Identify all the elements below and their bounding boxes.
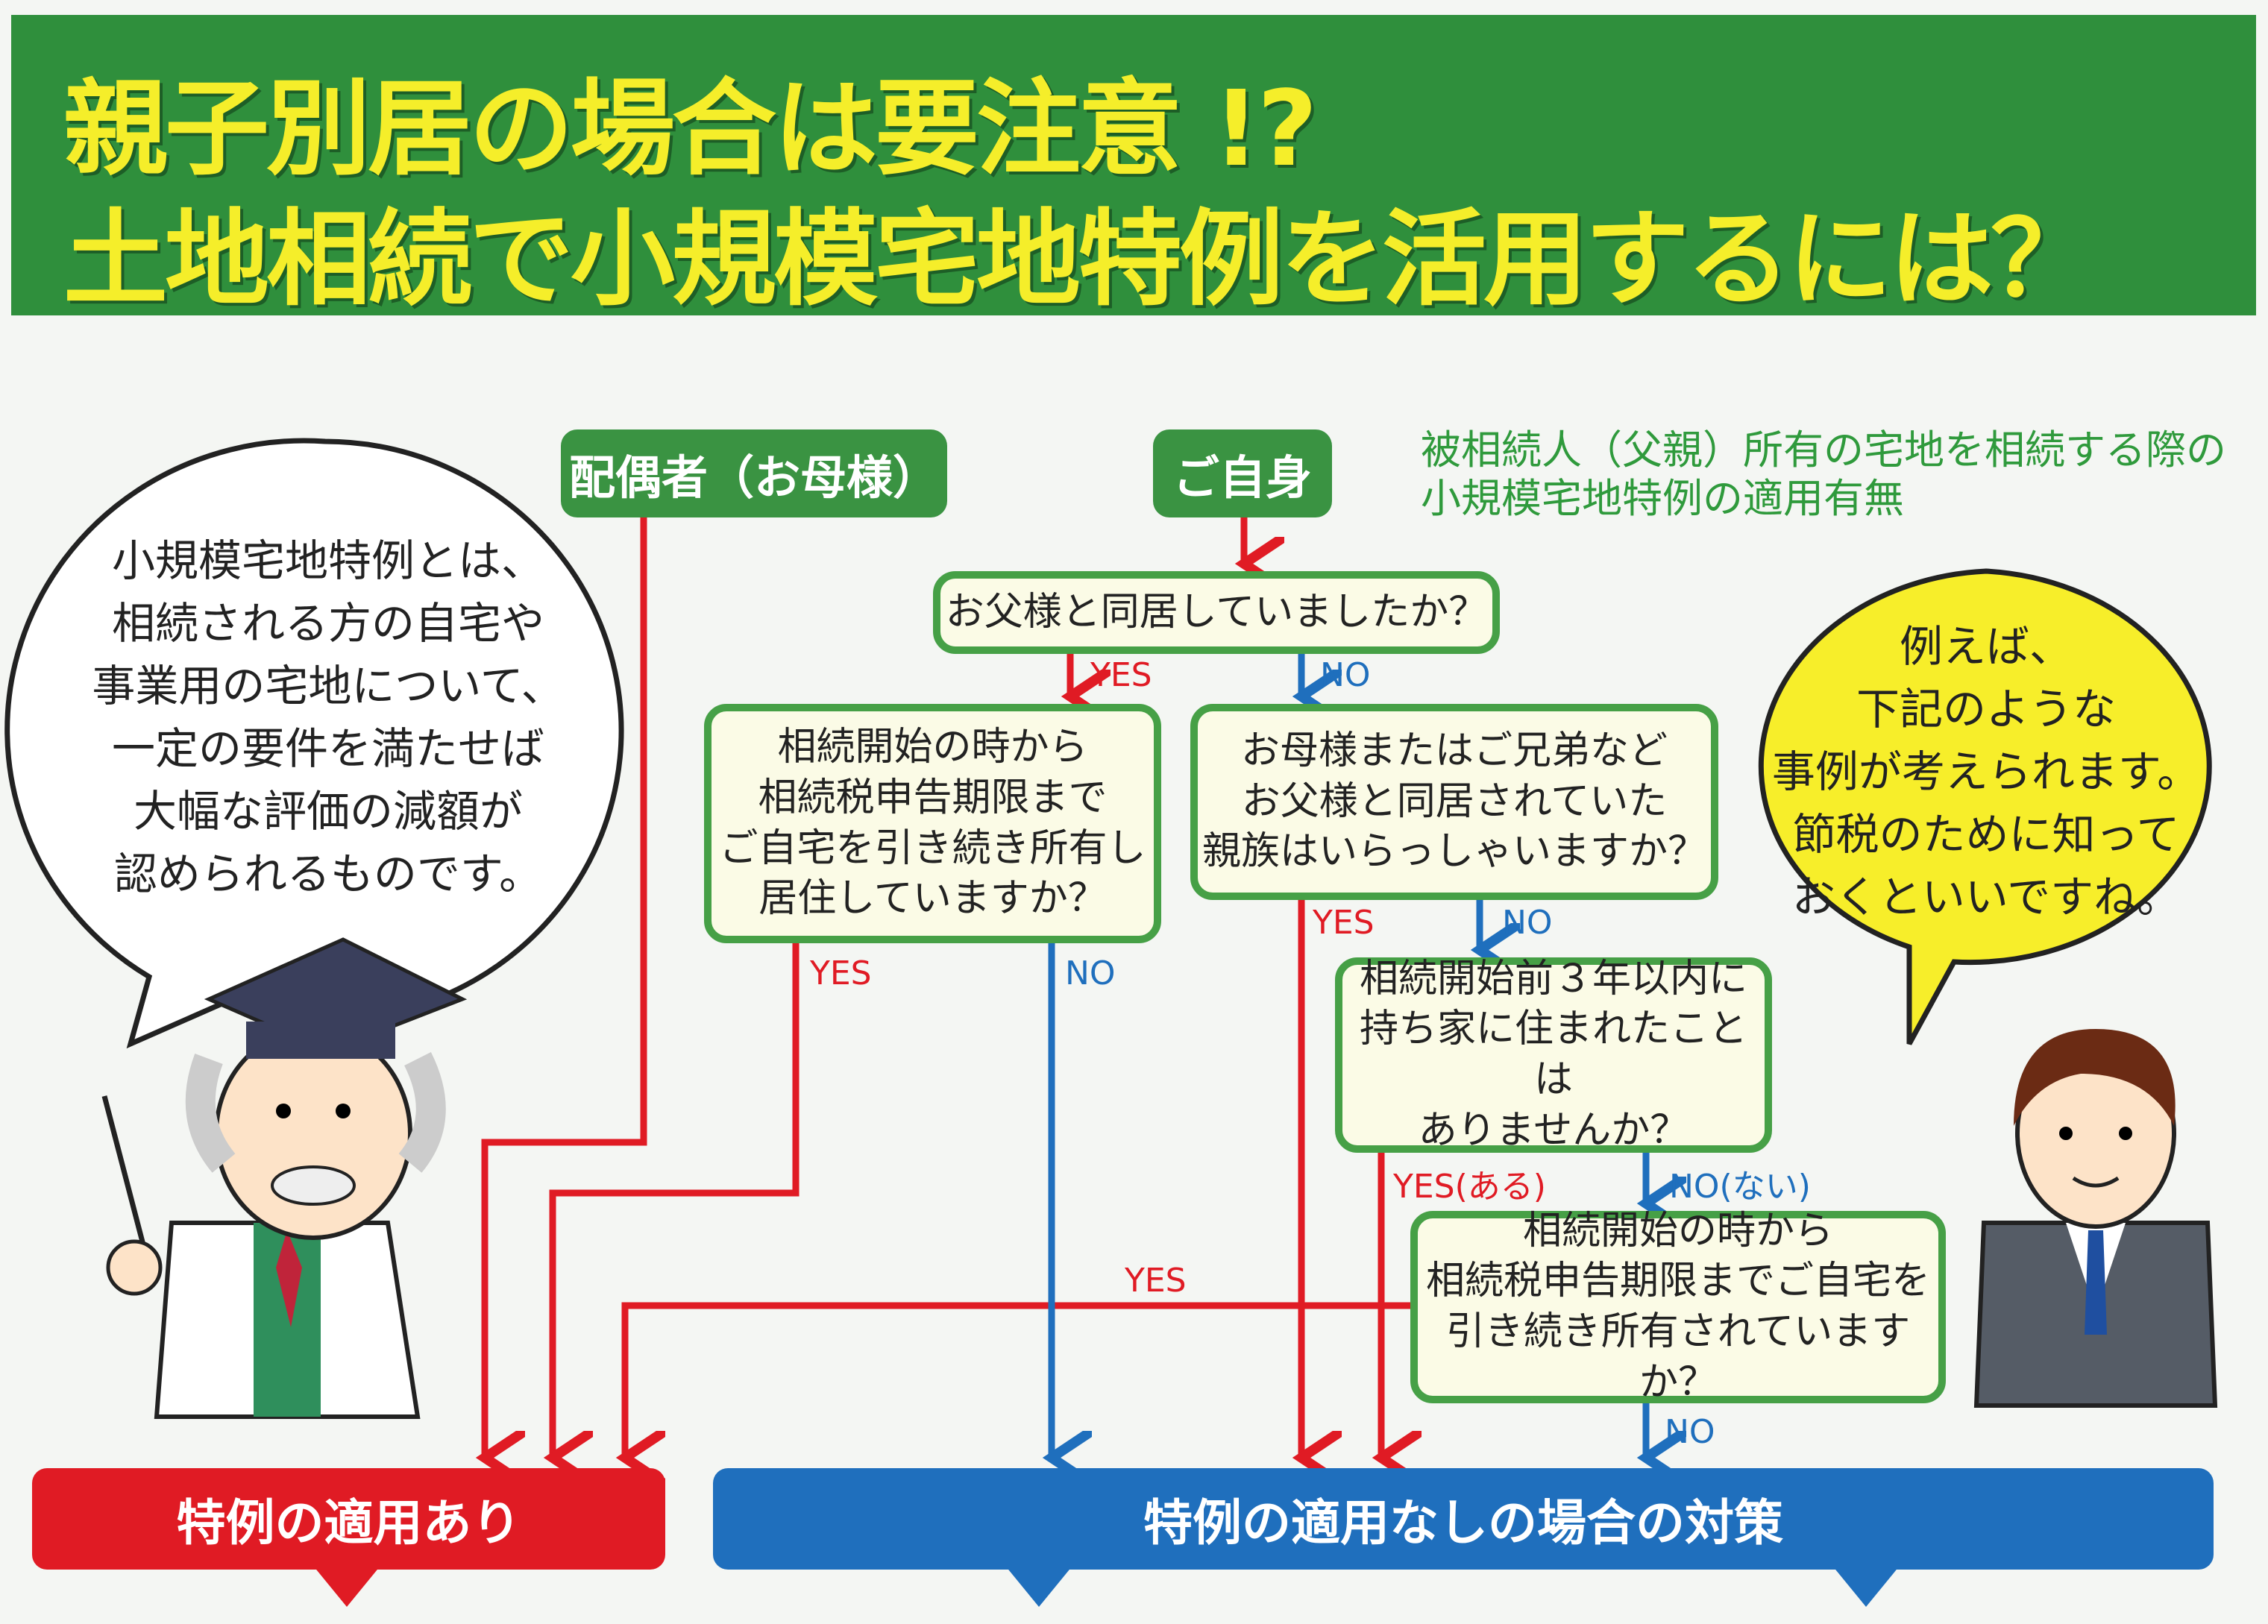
question-text: 相続税申告期限までご自宅を [1425,1259,1930,1304]
q3-yes-label: YES [1313,904,1375,942]
result-applied: 特例の適用あり [32,1468,665,1570]
question-text: ありませんか？ [1418,1107,1689,1153]
professor-illustration [101,937,468,1419]
bubble-line: 事例が考えられます。 [1771,746,2201,798]
bubble-line: 下記のような [1856,684,2116,735]
bubble-line: 大幅な評価の減額が [133,786,523,837]
spouse-path [485,517,647,1458]
question-text: 居住していますか？ [758,876,1107,922]
left-bubble-text: 小規模宅地特例とは、相続される方の自宅や事業用の宅地について、一定の要件を満たせ… [67,529,589,906]
question-continue-own: 相続開始の時から相続税申告期限までご自宅を引き続き所有されていますか？ [1410,1209,1946,1405]
applied-pointer [313,1566,380,1607]
question-text: 相続開始の時から [1522,1208,1833,1253]
bubble-line: 事業用の宅地について、 [92,661,565,712]
question-continue-own-reside: 相続開始の時から相続税申告期限までご自宅を引き続き所有し居住していますか？ [704,704,1161,943]
start-spouse: 配偶者（お母様） [561,429,947,517]
question-cohabiting-relative: お母様またはご兄弟などお父様と同居されていた親族はいらっしゃいますか？ [1190,704,1718,900]
q4-no-label: NO(ない) [1669,1168,1811,1206]
q1-yes-label: YES [1090,656,1152,694]
bubble-line: 節税のために知って [1792,809,2180,860]
bubble-line: 一定の要件を満たせば [111,723,544,775]
note-line: 小規模宅地特例の適用有無 [1421,474,1904,522]
bubble-line: 例えば、 [1899,621,2073,672]
question-text: 親族はいらっしゃいますか？ [1201,829,1706,875]
question-text: お母様またはご兄弟など [1240,728,1668,774]
q4-yes-label: YES(ある) [1393,1168,1546,1206]
bubble-line: 認められるものです。 [113,849,543,900]
question-text: 持ち家に住まれたことは [1359,1007,1747,1102]
q5-yes-path [625,1302,1410,1458]
title-line-2: 土地相続で小規模宅地特例を活用するには？ [63,199,2095,321]
start-self: ご自身 [1153,429,1332,517]
diagram-note: 被相続人（父親）所有の宅地を相続する際の 小規模宅地特例の適用有無 [1421,427,2226,523]
title-line-1: 親子別居の場合は要注意 !? [63,69,1318,190]
q2-no-label: NO [1065,954,1116,992]
bubble-line: おくといいですね。 [1791,872,2181,923]
q1-no-label: NO [1320,656,1371,694]
right-bubble-text: 例えば、下記のような事例が考えられます。節税のために知っておくといいですね。 [1747,615,2225,928]
not-applied-pointer-1 [1005,1566,1072,1607]
question-own-home-3yrs: 相続開始前３年以内に持ち家に住まれたことはありませんか？ [1335,957,1772,1153]
q3-no-label: NO [1502,904,1553,942]
header-banner: 親子別居の場合は要注意 !? 土地相続で小規模宅地特例を活用するには？ [11,15,2256,321]
question-cohabiting: お父様と同居していましたか？ [933,571,1500,654]
q2-yes-path [553,943,800,1458]
question-text: お父様と同居されていた [1241,778,1668,824]
right-speech-bubble [1758,568,2212,1045]
businessman-illustration [1973,1029,2218,1408]
question-text: 引き続き所有されていますか？ [1445,1309,1911,1405]
question-text: 相続開始前３年以内に [1359,956,1747,1001]
result-not-applied: 特例の適用なしの場合の対策 [713,1468,2214,1570]
q5-no-label: NO [1665,1413,1715,1451]
question-text: お父様と同居していましたか？ [945,589,1488,635]
bubble-line: 相続される方の自宅や [111,598,544,649]
not-applied-pointer-2 [1832,1566,1900,1607]
q5-yes-label: YES [1125,1262,1187,1300]
question-text: ご自宅を引き続き所有し [719,825,1146,871]
q2-yes-label: YES [810,954,872,992]
note-line: 被相続人（父親）所有の宅地を相続する際の [1421,427,2226,473]
question-text: 相続税申告期限まで [758,775,1108,820]
bubble-line: 小規模宅地特例とは、 [111,535,544,586]
question-text: 相続開始の時から [777,725,1088,770]
